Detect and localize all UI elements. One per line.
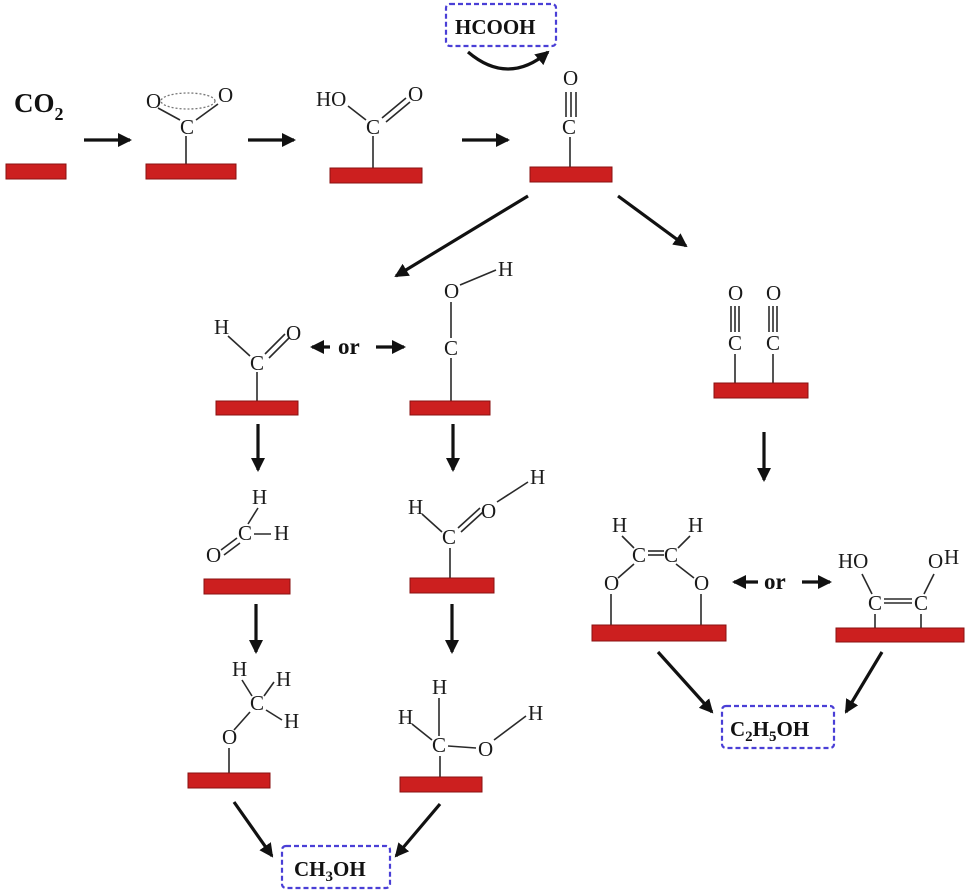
svg-text:H: H bbox=[232, 657, 247, 681]
svg-text:H: H bbox=[432, 675, 447, 699]
catalyst-surface bbox=[409, 577, 495, 594]
svg-text:H: H bbox=[252, 485, 267, 509]
coh-intermediate: O H C bbox=[409, 257, 513, 416]
arrow-h2coh-to-methanol bbox=[394, 802, 442, 858]
co2-reactant: CO2 bbox=[5, 88, 67, 180]
svg-text:O: O bbox=[408, 82, 423, 106]
svg-text:H: H bbox=[688, 513, 703, 537]
catalyst-surface bbox=[409, 400, 491, 416]
svg-text:HO: HO bbox=[838, 549, 868, 573]
svg-text:H: H bbox=[274, 521, 289, 545]
catalyst-surface bbox=[329, 167, 423, 184]
svg-text:H: H bbox=[284, 709, 299, 733]
svg-text:O: O bbox=[604, 571, 619, 595]
svg-text:C: C bbox=[664, 543, 678, 567]
svg-text:H: H bbox=[498, 257, 513, 281]
svg-text:O: O bbox=[766, 281, 781, 305]
svg-text:C: C bbox=[632, 543, 646, 567]
svg-text:H: H bbox=[530, 465, 545, 489]
arrow-to-c2-branch bbox=[617, 194, 688, 248]
svg-text:C: C bbox=[868, 591, 882, 615]
formic-acid-label: HCOOH bbox=[455, 15, 536, 39]
h2coh-intermediate: H H C O H bbox=[398, 675, 543, 793]
svg-text:H: H bbox=[408, 495, 423, 519]
hcoh-intermediate: H C O H bbox=[408, 465, 545, 594]
svg-text:O: O bbox=[563, 66, 578, 90]
svg-text:C: C bbox=[914, 591, 928, 615]
svg-text:C: C bbox=[442, 525, 456, 549]
arrow-to-c1-branch bbox=[394, 194, 529, 278]
ch2o-intermediate: H O C H bbox=[203, 485, 291, 595]
svg-text:HO: HO bbox=[316, 87, 346, 111]
adsorbed-co-intermediate: O C bbox=[529, 66, 613, 183]
svg-text:H: H bbox=[214, 315, 229, 339]
catalyst-surface bbox=[215, 400, 299, 416]
arrow-och3-to-methanol bbox=[232, 801, 274, 858]
methanol-label: CH3OH bbox=[294, 857, 366, 885]
svg-text:H: H bbox=[944, 545, 959, 569]
arrow-ochcho-to-ethanol bbox=[656, 650, 714, 714]
product-box bbox=[280, 844, 392, 890]
svg-text:H: H bbox=[276, 667, 291, 691]
svg-text:C: C bbox=[766, 331, 780, 355]
or-connector: or bbox=[310, 334, 406, 359]
svg-text:O: O bbox=[481, 499, 496, 523]
catalyst-surface bbox=[187, 772, 271, 789]
hoccoh-intermediate: HO O H C C bbox=[835, 545, 965, 643]
adsorbed-co2-intermediate: O O C bbox=[145, 83, 237, 180]
methanol-product: CH3OH bbox=[280, 844, 392, 890]
cooh-intermediate: HO O C bbox=[316, 82, 423, 184]
svg-text:C: C bbox=[562, 115, 576, 139]
catalyst-surface bbox=[835, 627, 965, 643]
arrow-to-formic-acid bbox=[466, 50, 550, 71]
svg-text:O: O bbox=[728, 281, 743, 305]
svg-text:H: H bbox=[612, 513, 627, 537]
or-connector-right: or bbox=[732, 569, 832, 594]
co-dimer-intermediate: O O C C bbox=[713, 281, 809, 399]
ochcho-intermediate: H H C C O O bbox=[591, 513, 727, 642]
svg-text:O: O bbox=[928, 549, 943, 573]
arrow-hoccoh-to-ethanol bbox=[844, 651, 884, 714]
catalyst-surface bbox=[203, 578, 291, 595]
svg-text:C: C bbox=[238, 521, 252, 545]
catalyst-surface bbox=[591, 624, 727, 642]
svg-text:C: C bbox=[444, 336, 458, 360]
ethanol-product: C2H5OH bbox=[720, 704, 836, 750]
product-box bbox=[720, 704, 836, 750]
svg-text:O: O bbox=[146, 89, 161, 113]
catalyst-surface bbox=[529, 166, 613, 183]
svg-text:or: or bbox=[338, 334, 360, 359]
svg-text:H: H bbox=[528, 701, 543, 725]
catalyst-surface bbox=[399, 776, 483, 793]
svg-text:O: O bbox=[286, 321, 301, 345]
svg-text:O: O bbox=[222, 725, 237, 749]
svg-text:C: C bbox=[366, 115, 380, 139]
svg-text:C: C bbox=[250, 691, 264, 715]
svg-text:C: C bbox=[432, 733, 446, 757]
svg-text:O: O bbox=[444, 279, 459, 303]
cho-intermediate: H O C bbox=[214, 315, 301, 416]
svg-text:O: O bbox=[478, 737, 493, 761]
och3-intermediate: H H C H O bbox=[187, 657, 299, 789]
product-box bbox=[444, 2, 558, 48]
ethanol-label: C2H5OH bbox=[730, 717, 809, 745]
svg-text:C: C bbox=[180, 115, 194, 139]
catalyst-surface bbox=[145, 163, 237, 180]
svg-text:O: O bbox=[694, 571, 709, 595]
svg-text:C: C bbox=[728, 331, 742, 355]
catalyst-surface bbox=[5, 163, 67, 180]
formic-acid-product: HCOOH bbox=[444, 2, 558, 71]
co2-label: CO2 bbox=[14, 88, 64, 124]
svg-text:O: O bbox=[218, 83, 233, 107]
svg-text:H: H bbox=[398, 705, 413, 729]
delocalized-bond-ellipse bbox=[160, 92, 216, 110]
svg-text:O: O bbox=[206, 543, 221, 567]
svg-text:C: C bbox=[250, 351, 264, 375]
catalyst-surface bbox=[713, 382, 809, 399]
svg-text:or: or bbox=[764, 569, 786, 594]
